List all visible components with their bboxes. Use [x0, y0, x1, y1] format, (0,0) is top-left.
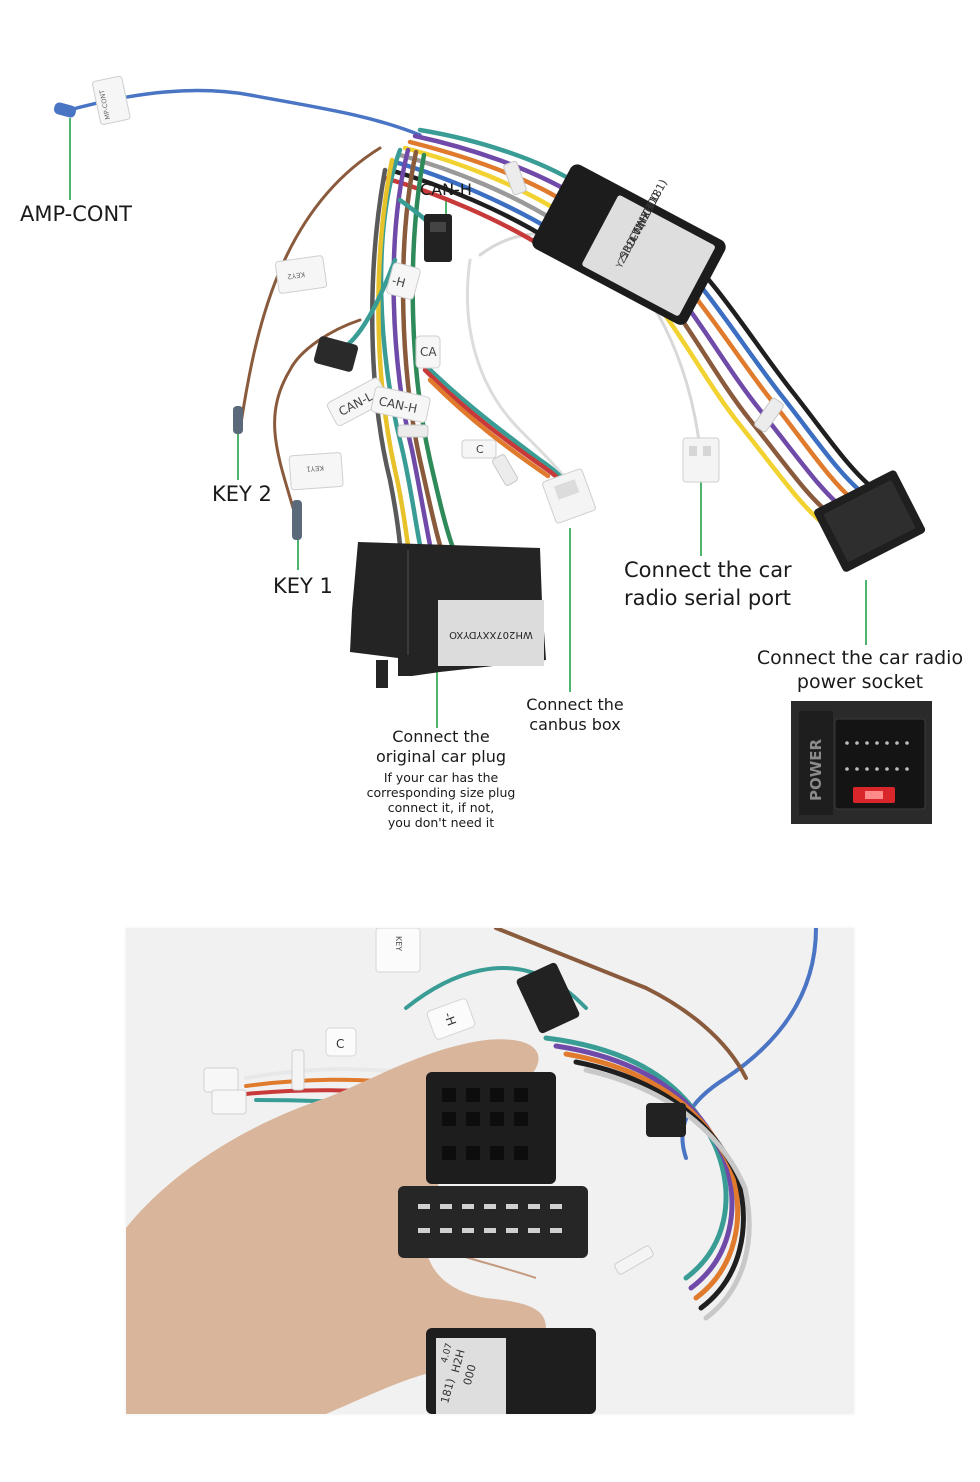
connector-hand-photo: KEY -H C: [126, 928, 854, 1414]
key-pin-1: [292, 500, 302, 540]
photo-module-text-1: H2H: [449, 1348, 468, 1374]
label-can-h: CAN-H: [420, 180, 472, 199]
tag-amp-cont: MP-CONT: [92, 75, 131, 125]
tag-h-text: -H: [390, 273, 407, 290]
tag-can-h: CAN-H: [370, 386, 431, 423]
serial-port-line1: Connect the car: [624, 558, 792, 582]
label-key1: KEY 1: [273, 574, 333, 598]
tag-h: -H: [386, 262, 421, 300]
photo-key-tag-text: KEY: [394, 936, 403, 951]
tag-key1: KEY1: [288, 452, 344, 491]
serial-port-connector: [682, 437, 720, 483]
serial-port-line2: radio serial port: [624, 586, 791, 610]
plug-label-line1: WH207XXYDYXO: [449, 629, 533, 640]
orig-line1: Connect the: [392, 727, 490, 746]
original-car-plug: WH207XXYDYXO: [350, 542, 546, 688]
photo-module-box: 4.07 H2H 000 181): [426, 1328, 596, 1414]
label-original-plug: Connect the original car plug If your ca…: [356, 727, 526, 830]
canbus-connector: [542, 468, 596, 524]
label-key2: KEY 2: [212, 482, 272, 506]
label-amp-cont: AMP-CONT: [20, 202, 132, 226]
photo-connector: [398, 1072, 588, 1258]
photo-module-text-2: 000: [461, 1363, 479, 1387]
white-wire-2: [466, 258, 577, 492]
note-line2: corresponding size plug: [366, 785, 516, 800]
socket-pins: [845, 741, 909, 771]
black-mini-connector: [313, 336, 359, 372]
note-line3: connect it, if not,: [387, 800, 495, 815]
small-connectors: [53, 102, 720, 540]
note-line4: you don't need it: [387, 815, 495, 830]
power-socket-inset: POWER: [791, 701, 932, 824]
socket-power-text: POWER: [807, 738, 825, 801]
label-power-socket: Connect the car radio power socket: [756, 646, 964, 694]
photo-key-tag: [375, 928, 421, 973]
tag-key1-text: KEY1: [306, 464, 324, 473]
canbus-line1: Connect the: [526, 695, 624, 714]
power-plug: [814, 470, 926, 572]
brown-wire-key1: [273, 318, 362, 527]
cable-ties: [397, 160, 784, 486]
orig-line2: original car plug: [375, 747, 507, 766]
photo-can-tag-2-text: C: [336, 1037, 344, 1051]
photo-illustration: KEY -H C: [126, 928, 854, 1414]
label-serial-port: Connect the car radio serial port: [624, 556, 792, 612]
tag-c: C: [461, 439, 497, 459]
tag-key2-text: KEY2: [287, 270, 306, 280]
original-plug-note: If your car has the corresponding size p…: [356, 770, 526, 830]
blue-wire: [60, 88, 422, 137]
photo-can-tag-1-text: -H: [441, 1010, 459, 1027]
photo-module-text-3: 181): [438, 1377, 457, 1405]
tag-c-text: C: [476, 443, 484, 456]
label-canbus-box: Connect the canbus box: [520, 695, 630, 735]
tag-ca-text: CA: [420, 345, 437, 359]
photo-can-tag-1: [426, 998, 476, 1040]
amp-pin: [53, 102, 77, 118]
key-pin-2: [233, 406, 243, 434]
photo-can-tag-2: [325, 1027, 357, 1057]
wiring-harness-diagram: MP-CONT KEY2 KEY1 CAN-L CAN-H CA -H C: [53, 75, 926, 728]
power-line1: Connect the car radio: [756, 647, 964, 669]
note-line1: If your car has the: [383, 770, 499, 785]
tag-key2: KEY2: [274, 255, 328, 294]
canbus-line2: canbus box: [529, 715, 621, 734]
callout-lines: [69, 118, 867, 728]
power-line2: power socket: [796, 671, 924, 693]
can-h-connector: [424, 214, 452, 262]
tag-ca: CA: [415, 335, 441, 369]
wire-tags: MP-CONT KEY2 KEY1 CAN-L CAN-H CA -H C: [92, 75, 497, 491]
